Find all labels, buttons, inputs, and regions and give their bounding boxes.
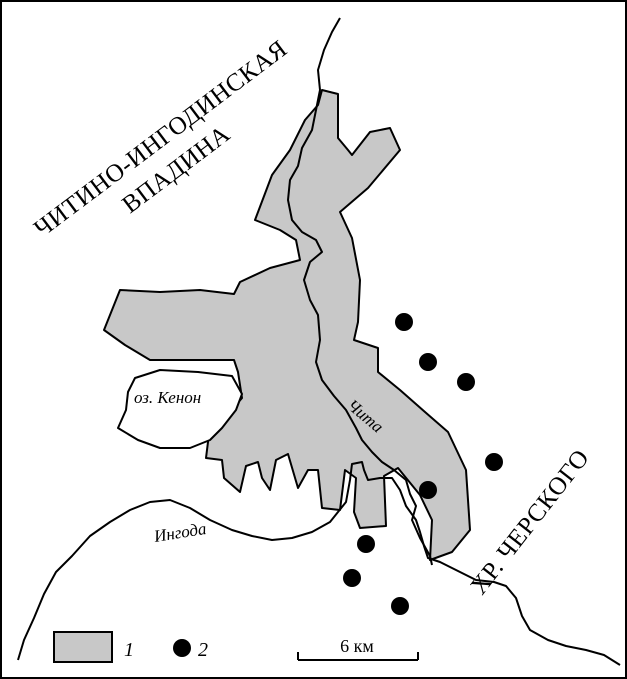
city-area <box>103 89 471 561</box>
river-ingoda <box>17 461 621 666</box>
sample-point <box>457 373 475 391</box>
basin-label-line1: ЧИТИНО-ИНГОДИНСКАЯ <box>29 35 292 243</box>
legend: 1 2 <box>53 631 208 663</box>
ridge-label: ХР. ЧЕРСКОГО <box>465 445 594 600</box>
sample-point <box>485 453 503 471</box>
legend-label-2: 2 <box>198 639 208 661</box>
river-chita <box>287 17 433 566</box>
sample-point <box>395 313 413 331</box>
river-ingoda-label: Ингода <box>152 519 208 546</box>
legend-swatch-city <box>53 631 113 663</box>
legend-label-1: 1 <box>124 639 134 661</box>
sample-point <box>419 353 437 371</box>
sample-point <box>419 481 437 499</box>
legend-swatch-point <box>173 639 191 657</box>
lake-kenon <box>117 369 243 449</box>
scale-bar-label: 6 км <box>340 636 374 656</box>
scale-bar: 6 км <box>297 636 419 661</box>
sample-point <box>357 535 375 553</box>
sample-point <box>343 569 361 587</box>
sample-points <box>343 313 503 615</box>
sample-point <box>391 597 409 615</box>
lake-label: оз. Кенон <box>134 388 201 407</box>
